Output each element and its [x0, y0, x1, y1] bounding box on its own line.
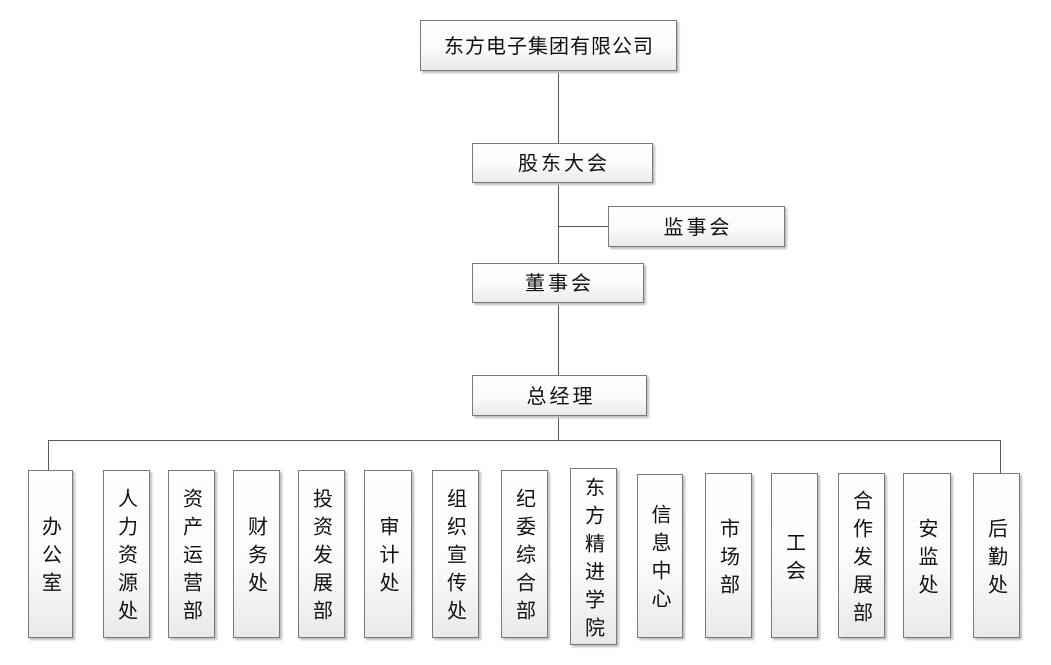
- dept-box-discipline-committee-label: 纪委综合部: [512, 488, 537, 628]
- node-company: 东方电子集团有限公司: [420, 20, 677, 71]
- dept-box-logistics: 后勤处: [973, 473, 1020, 638]
- dept-box-organization-propaganda-label: 组织宣传处: [443, 488, 468, 628]
- dept-box-organization-propaganda: 组织宣传处: [432, 470, 479, 638]
- dept-box-information-center-label: 信息中心: [648, 504, 672, 616]
- dept-box-cooperation-development-label: 合作发展部: [849, 489, 874, 630]
- dept-box-finance-label: 财务处: [244, 516, 269, 600]
- node-board-of-directors-label: 董事会: [525, 271, 594, 295]
- node-shareholders-meeting-label: 股东大会: [518, 151, 610, 175]
- dept-box-investment-development-label: 投资发展部: [309, 488, 334, 628]
- node-company-label: 东方电子集团有限公司: [444, 33, 654, 58]
- dept-box-asset-operations-label: 资产运营部: [179, 488, 204, 628]
- node-supervisory-board: 监事会: [608, 206, 785, 247]
- node-board-of-directors: 董事会: [472, 263, 644, 303]
- dept-box-discipline-committee: 纪委综合部: [501, 470, 548, 638]
- dept-box-audit-label: 审计处: [376, 516, 400, 600]
- node-supervisory-board-label: 监事会: [663, 214, 733, 239]
- dept-box-investment-development: 投资发展部: [298, 470, 345, 638]
- dept-box-marketing-label: 市场部: [716, 517, 741, 602]
- dept-box-information-center: 信息中心: [637, 474, 683, 638]
- dept-box-labor-union: 工会: [771, 473, 818, 638]
- dept-box-asset-operations: 资产运营部: [168, 470, 215, 638]
- node-general-manager-label: 总经理: [526, 383, 596, 408]
- dept-box-marketing: 市场部: [705, 473, 752, 638]
- dept-box-finance: 财务处: [233, 470, 280, 638]
- dept-box-audit: 审计处: [364, 470, 412, 638]
- dept-box-human-resources-label: 人力资源处: [114, 488, 139, 628]
- dept-box-office-label: 办公室: [38, 516, 63, 600]
- dept-box-logistics-label: 后勤处: [984, 517, 1009, 602]
- dept-box-safety-supervision-label: 安监处: [915, 517, 939, 602]
- node-shareholders-meeting: 股东大会: [472, 143, 653, 183]
- dept-box-labor-union-label: 工会: [782, 531, 807, 588]
- connector-department-bus: [48, 440, 1001, 473]
- dept-box-office: 办公室: [28, 470, 73, 638]
- dept-box-cooperation-development: 合作发展部: [838, 473, 885, 638]
- dept-box-human-resources: 人力资源处: [103, 470, 150, 638]
- dept-box-safety-supervision: 安监处: [903, 473, 951, 638]
- node-general-manager: 总经理: [472, 375, 647, 416]
- dept-box-jingjin-academy: 东方精进学院: [570, 468, 617, 645]
- dept-box-jingjin-academy-label: 东方精进学院: [581, 476, 606, 645]
